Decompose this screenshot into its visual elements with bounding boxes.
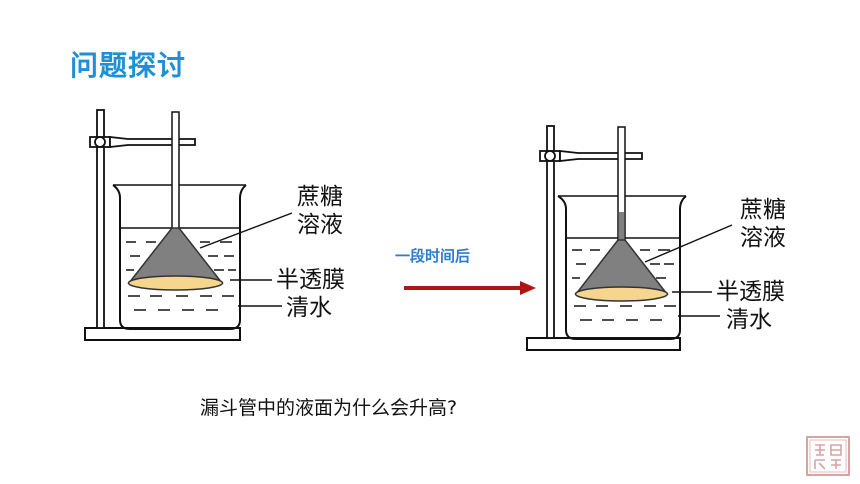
- transition-arrow: [404, 281, 536, 295]
- left-sucrose-label-line2: 溶液: [297, 212, 343, 238]
- left-apparatus: [84, 109, 293, 341]
- left-stand: [84, 109, 241, 341]
- left-water-label: 清水: [286, 295, 332, 321]
- left-funnel: [127, 111, 224, 291]
- time-caption: 一段时间后: [395, 247, 471, 265]
- right-membrane-label: 半透膜: [716, 279, 785, 305]
- right-water-label: 清水: [726, 307, 772, 333]
- right-funnel: [574, 126, 669, 302]
- left-membrane-label: 半透膜: [276, 267, 345, 293]
- left-leader-lines: [199, 212, 293, 307]
- page-title: 问题探讨: [70, 49, 187, 82]
- right-leader-lines: [644, 224, 733, 317]
- seal-stamp-icon: [806, 436, 850, 476]
- left-sucrose-label-line1: 蔗糖: [297, 184, 343, 210]
- right-apparatus: [526, 125, 733, 351]
- right-sucrose-label-line2: 溶液: [740, 225, 786, 251]
- question-text: 漏斗管中的液面为什么会升高?: [200, 397, 458, 419]
- right-sucrose-label-line1: 蔗糖: [740, 197, 786, 223]
